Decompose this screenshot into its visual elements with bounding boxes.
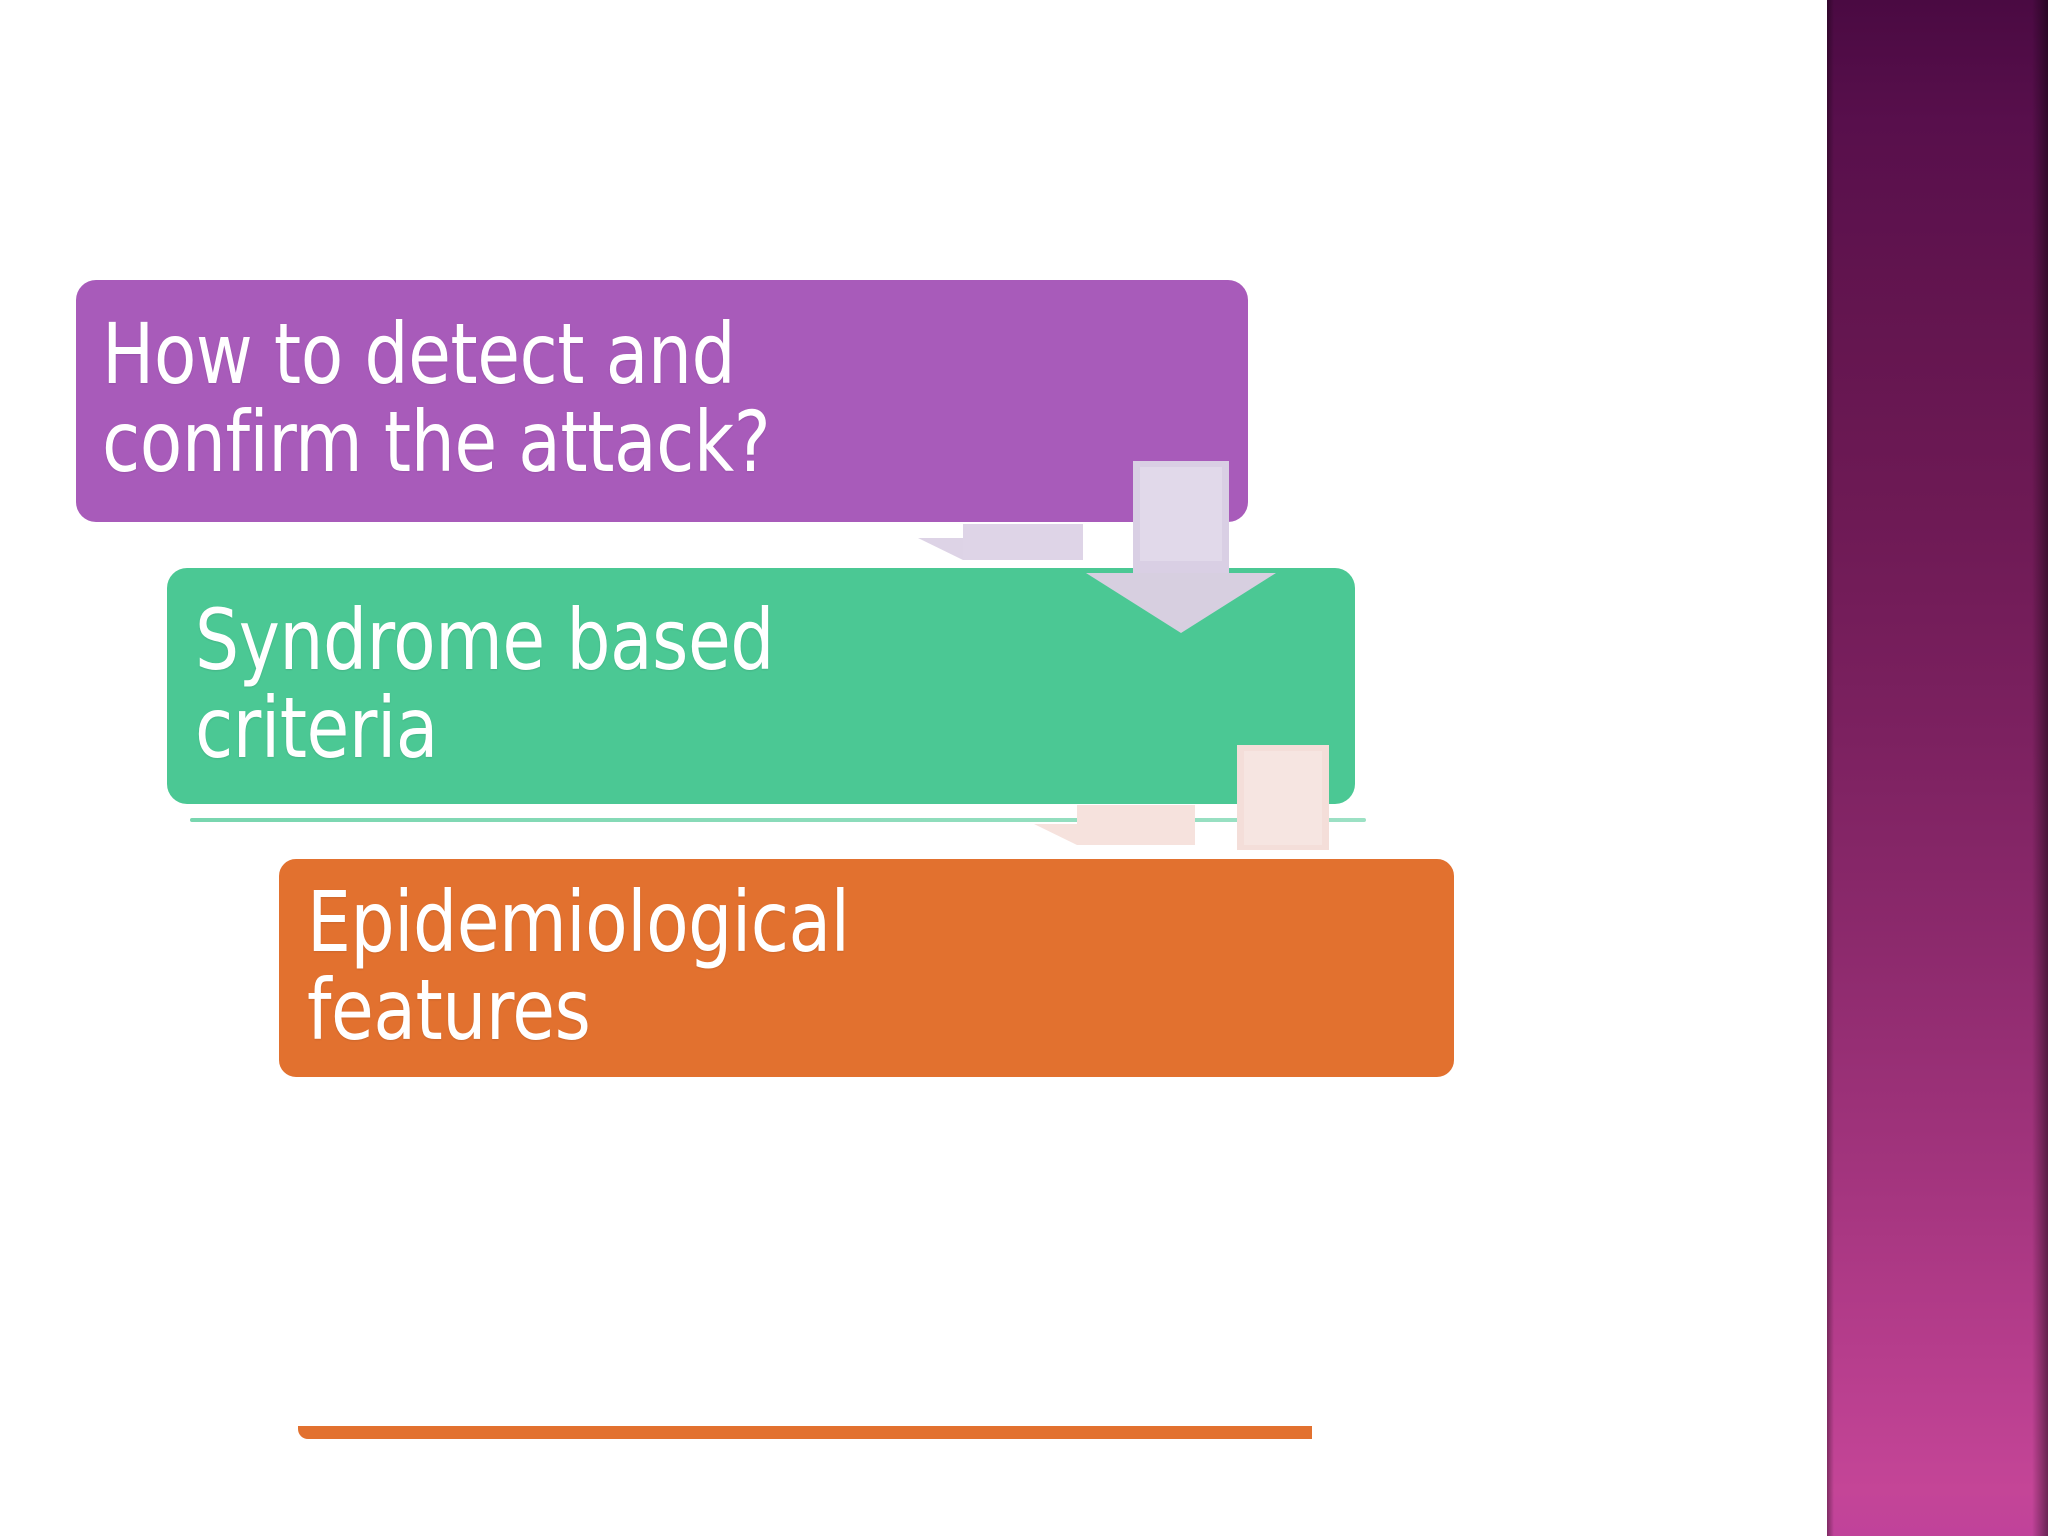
- connector-arrow-1-stem: [1133, 461, 1229, 573]
- connector-arrow-2-bevel: [1244, 751, 1322, 845]
- connector-arrow-1-head: [1086, 573, 1276, 633]
- accent-band-right-shadow: [2032, 0, 2048, 1536]
- connector-arrow-2-tab-wedge: [1034, 824, 1077, 845]
- process-stage-3-label: Epidemiological features: [307, 872, 850, 1059]
- process-stage-2-reflection-line: [190, 818, 1366, 822]
- process-stage-2-label: Syndrome based criteria: [195, 590, 774, 777]
- accent-side-band: [1827, 0, 2048, 1536]
- process-stage-epidemiological-features[interactable]: Epidemiological features: [270, 850, 1463, 1086]
- accent-band-left-shadow: [1827, 0, 1834, 1536]
- process-stage-3-reflection-bar: [298, 1425, 1312, 1439]
- process-stage-3-reflection-gap: [296, 1418, 1312, 1426]
- connector-arrow-1-tab-wedge: [918, 538, 963, 560]
- process-stage-syndrome-criteria[interactable]: Syndrome based criteria: [167, 568, 1355, 804]
- process-stage-1-label: How to detect and confirm the attack?: [102, 304, 771, 491]
- connector-arrow-2-stem: [1237, 745, 1329, 858]
- process-stage-detect-confirm[interactable]: How to detect and confirm the attack?: [76, 280, 1248, 522]
- connector-arrow-1-bevel: [1140, 467, 1222, 561]
- connector-arrow-1-tab: [963, 524, 1083, 560]
- connector-arrow-2-tab: [1077, 805, 1195, 845]
